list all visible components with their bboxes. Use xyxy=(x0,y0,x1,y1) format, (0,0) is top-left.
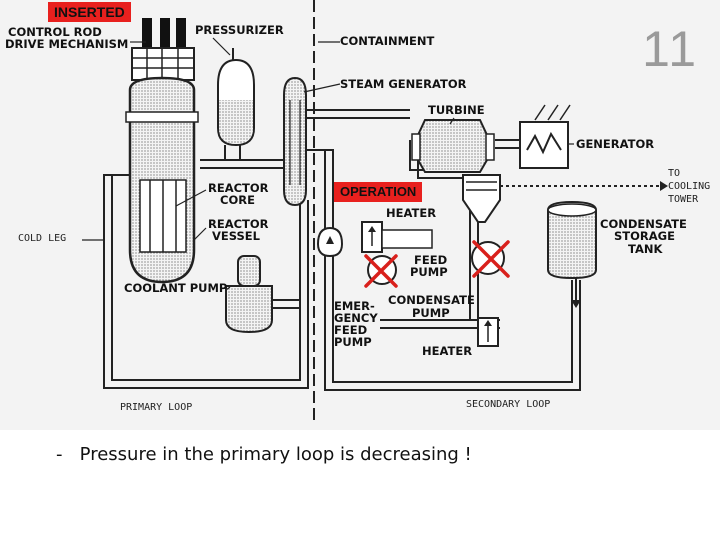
label-drive-mechanism: DRIVE MECHANISM xyxy=(5,37,128,51)
steam-generator xyxy=(283,76,307,207)
label-cold-leg: COLD LEG xyxy=(18,233,66,244)
label-condensate-pump-2: PUMP xyxy=(412,306,450,320)
label-reactor-vessel-1: REACTOR xyxy=(208,217,269,231)
label-condensate-storage-1: CONDENSATE xyxy=(600,217,687,231)
label-cooling: COOLING xyxy=(668,181,710,192)
label-emergency-4: PUMP xyxy=(334,335,372,349)
scan-background xyxy=(0,0,720,430)
failure-mark-feed-pump xyxy=(364,254,398,288)
label-condensate-storage-2: STORAGE xyxy=(614,229,675,243)
label-control-rod: CONTROL ROD xyxy=(8,25,102,39)
generator xyxy=(519,104,571,169)
heater-bottom xyxy=(477,317,499,347)
condenser xyxy=(462,174,501,223)
inserted-tag: INSERTED xyxy=(48,2,131,22)
pwr-plant-diagram: CONTROL ROD DRIVE MECHANISM PRESSURIZER … xyxy=(0,0,720,430)
label-reactor-vessel-2: VESSEL xyxy=(212,229,261,243)
bullet-text: Pressure in the primary loop is decreasi… xyxy=(79,444,472,465)
label-condensate-pump-1: CONDENSATE xyxy=(388,293,475,307)
label-containment: CONTAINMENT xyxy=(340,34,435,48)
page-number: 11 xyxy=(642,21,698,77)
label-steam-generator: STEAM GENERATOR xyxy=(340,77,467,91)
label-tower: TOWER xyxy=(668,194,699,205)
bullet-point: - Pressure in the primary loop is decrea… xyxy=(56,444,472,465)
reactor-vessel xyxy=(125,76,199,284)
label-primary-loop: PRIMARY LOOP xyxy=(120,402,192,413)
label-heater-bottom: HEATER xyxy=(422,344,472,358)
label-reactor-core-1: REACTOR xyxy=(208,181,269,195)
label-condensate-storage-3: TANK xyxy=(628,242,663,256)
label-turbine: TURBINE xyxy=(428,103,485,117)
coolant-pump xyxy=(225,255,273,334)
label-heater-top: HEATER xyxy=(386,206,436,220)
label-emergency-2: GENCY xyxy=(334,311,378,325)
label-emergency-3: FEED xyxy=(334,323,367,337)
label-reactor-core-2: CORE xyxy=(220,193,255,207)
condensate-storage-tank xyxy=(547,200,597,308)
control-rod-drive xyxy=(131,18,195,81)
label-generator: GENERATOR xyxy=(576,137,654,151)
label-coolant-pump: COOLANT PUMP xyxy=(124,281,227,295)
label-emergency-1: EMER- xyxy=(334,299,375,313)
heater-top xyxy=(361,221,433,253)
turbine xyxy=(411,119,495,173)
label-to: TO xyxy=(668,168,680,179)
diagram-labels: CONTROL ROD DRIVE MECHANISM PRESSURIZER … xyxy=(5,23,710,413)
operation-tag: OPERATION xyxy=(334,182,423,202)
label-leaders xyxy=(82,37,574,291)
emergency-feed-pump xyxy=(316,226,344,258)
label-secondary-loop: SECONDARY LOOP xyxy=(466,399,550,410)
label-pressurizer: PRESSURIZER xyxy=(195,23,284,37)
bullet-marker: - xyxy=(56,444,63,465)
failure-mark-condensate-pump xyxy=(472,240,510,278)
pressurizer xyxy=(217,48,255,147)
label-feed-pump-2: PUMP xyxy=(410,265,448,279)
label-feed-pump-1: FEED xyxy=(414,253,447,267)
